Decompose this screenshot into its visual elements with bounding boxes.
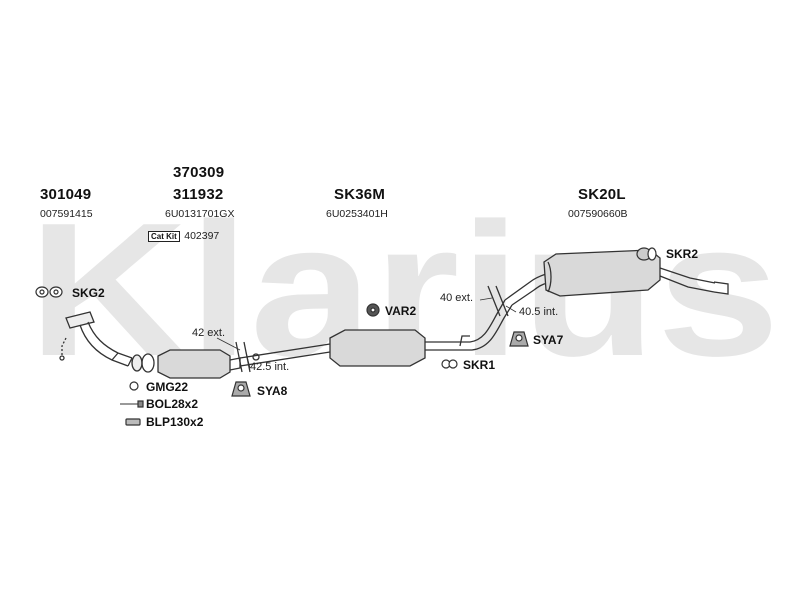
- front-pipe: [65, 311, 95, 329]
- catkit-ref: 402397: [184, 230, 220, 242]
- part-311932-number: 311932: [173, 186, 224, 203]
- part-301049-number: 301049: [40, 186, 92, 203]
- skr2-icon: [636, 247, 657, 261]
- part-sk36m-ref: 6U0253401H: [326, 208, 388, 220]
- part-370309-number: 370309: [173, 164, 225, 181]
- skr1-icon: [441, 359, 458, 369]
- label-blp: BLP130x2: [146, 415, 204, 429]
- label-var2: VAR2: [385, 304, 417, 318]
- label-skr1: SKR1: [463, 358, 496, 372]
- sya8-icon: [231, 381, 251, 397]
- catkit-badge: Cat Kit: [148, 231, 180, 242]
- dim-40-ext: 40 ext.: [440, 292, 474, 304]
- part-311932-ref: 6U0131701GX: [165, 208, 235, 220]
- var2-icon: [366, 303, 380, 317]
- dim-42-ext: 42 ext.: [192, 327, 226, 339]
- dim-40-5-int: 40.5 int.: [519, 306, 559, 318]
- label-skg2: SKG2: [72, 286, 105, 300]
- middle-silencer: [329, 329, 426, 367]
- label-sya8: SYA8: [257, 384, 288, 398]
- sya7-icon: [509, 331, 529, 347]
- label-skr2: SKR2: [666, 247, 699, 261]
- gmg22-icon: [129, 381, 139, 391]
- middle-pipe: [239, 343, 331, 367]
- label-gmg22: GMG22: [146, 380, 189, 394]
- part-sk20l-number: SK20L: [578, 186, 626, 203]
- part-301049-ref: 007591415: [40, 208, 93, 220]
- label-bol: BOL28x2: [146, 397, 199, 411]
- skg2-icon: [35, 286, 63, 298]
- rear-silencer: [543, 249, 661, 297]
- part-sk20l-ref: 007590660B: [568, 208, 628, 220]
- label-sya7: SYA7: [533, 333, 564, 347]
- dim-42-5-int: 42.5 int.: [250, 361, 290, 373]
- lambda-wire: [61, 337, 67, 356]
- tail-pipe: [659, 267, 716, 293]
- bolt-icon: [120, 400, 144, 408]
- cat-converter: [157, 349, 231, 379]
- front-pipe-tube: [79, 321, 133, 367]
- catkit-row: Cat Kit 402397: [148, 226, 219, 244]
- blp-icon: [125, 418, 141, 426]
- part-sk36m-number: SK36M: [334, 186, 386, 203]
